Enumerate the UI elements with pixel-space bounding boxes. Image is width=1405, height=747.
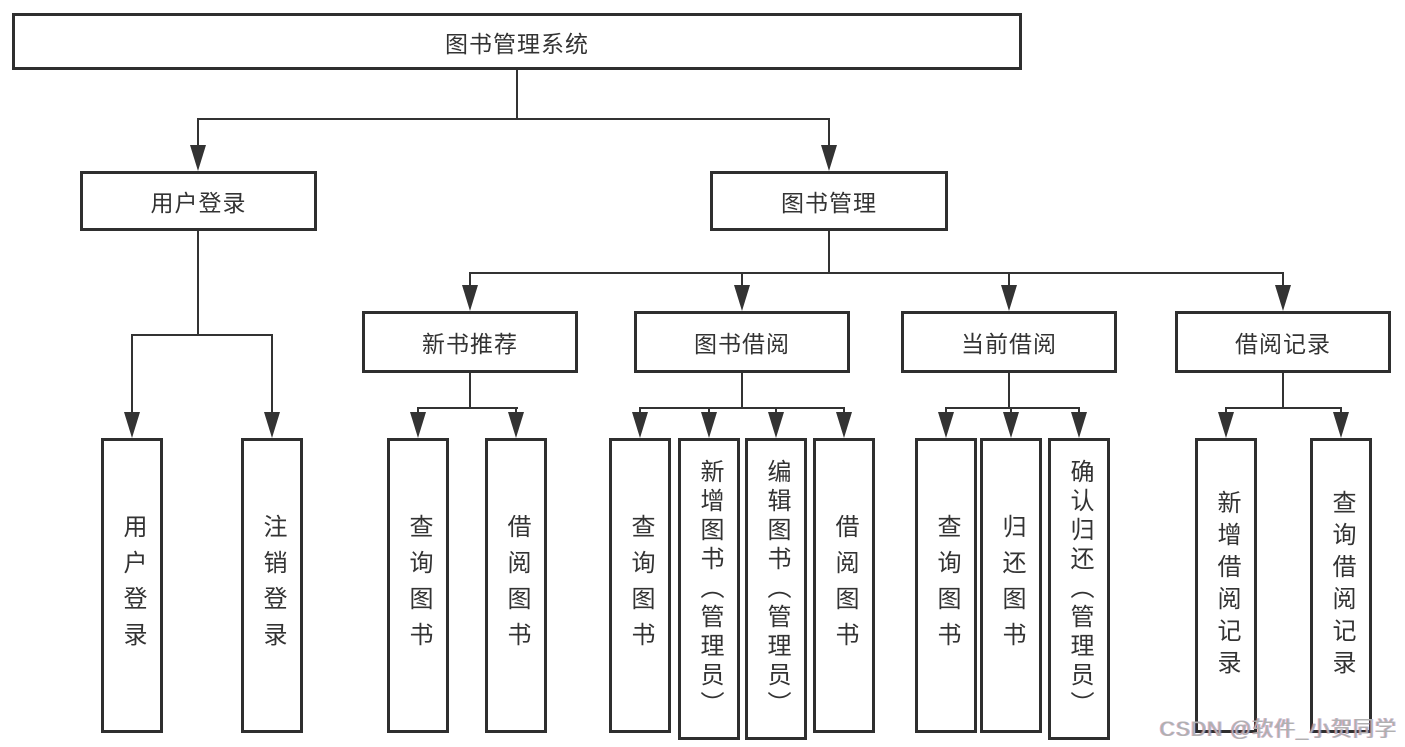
connector-stem xyxy=(1282,373,1284,407)
connector-branch xyxy=(639,407,845,409)
node-current-borrow-label: 当前借阅 xyxy=(961,331,1057,357)
connector-userlogin-stem xyxy=(197,231,199,334)
leaf-add-books-admin-label: 新增图书（管理员） xyxy=(696,458,723,720)
connector-branch xyxy=(417,407,518,409)
connector-arrow-shaft xyxy=(828,118,830,150)
node-user-login: 用户登录 xyxy=(80,171,317,231)
connector-arrow-shaft xyxy=(1008,272,1010,288)
arrow-down-icon xyxy=(508,412,524,438)
node-book-management-label: 图书管理 xyxy=(781,190,877,216)
connector-userlogin-branch xyxy=(131,334,273,336)
connector-arrow-shaft xyxy=(469,272,471,288)
leaf-borrow-books-label: 借阅图书 xyxy=(831,513,858,658)
arrow-down-icon xyxy=(701,412,717,438)
arrow-down-icon xyxy=(1003,412,1019,438)
connector-branch xyxy=(1225,407,1341,409)
leaf-query-books-recommend-label: 查询图书 xyxy=(405,513,432,658)
arrow-down-icon xyxy=(734,285,750,311)
connector-root-stem xyxy=(516,70,518,118)
connector-arrow-shaft xyxy=(741,272,743,288)
csdn-watermark: CSDN @软件_小贺同学 xyxy=(1159,718,1397,741)
arrow-down-icon xyxy=(190,145,206,171)
node-borrow-record: 借阅记录 xyxy=(1175,311,1391,373)
leaf-query-books-borrow: 查询图书 xyxy=(609,438,671,733)
leaf-edit-books-admin-label: 编辑图书（管理员） xyxy=(763,458,790,720)
arrow-down-icon xyxy=(938,412,954,438)
connector-arrow-shaft xyxy=(131,334,133,414)
arrow-down-icon xyxy=(632,412,648,438)
leaf-add-borrow-record: 新增借阅记录 xyxy=(1195,438,1257,733)
leaf-query-books-recommend: 查询图书 xyxy=(387,438,449,733)
leaf-borrow-books: 借阅图书 xyxy=(813,438,875,733)
connector-root-branch xyxy=(197,118,830,120)
connector-arrow-shaft xyxy=(271,334,273,414)
arrow-down-icon xyxy=(264,412,280,438)
node-book-borrow: 图书借阅 xyxy=(634,311,850,373)
node-root-label: 图书管理系统 xyxy=(445,30,589,57)
arrow-down-icon xyxy=(1333,412,1349,438)
connector-branch xyxy=(945,407,1080,409)
arrow-down-icon xyxy=(836,412,852,438)
leaf-logout-label: 注销登录 xyxy=(259,513,286,658)
connector-arrow-shaft xyxy=(197,118,199,150)
leaf-user-login: 用户登录 xyxy=(101,438,163,733)
connector-stem xyxy=(1008,373,1010,407)
node-book-management: 图书管理 xyxy=(710,171,948,231)
connector-stem xyxy=(741,373,743,407)
node-new-book-recommend: 新书推荐 xyxy=(362,311,578,373)
leaf-confirm-return-admin-label: 确认归还（管理员） xyxy=(1066,458,1093,720)
node-root: 图书管理系统 xyxy=(12,13,1022,70)
leaf-confirm-return-admin: 确认归还（管理员） xyxy=(1048,438,1110,740)
leaf-return-books: 归还图书 xyxy=(980,438,1042,733)
node-current-borrow: 当前借阅 xyxy=(901,311,1117,373)
leaf-borrow-books-recommend: 借阅图书 xyxy=(485,438,547,733)
leaf-query-books-borrow-label: 查询图书 xyxy=(627,513,654,658)
leaf-user-login-label: 用户登录 xyxy=(119,513,146,658)
leaf-query-books-current-label: 查询图书 xyxy=(933,513,960,658)
arrow-down-icon xyxy=(1218,412,1234,438)
connector-stem xyxy=(469,373,471,407)
leaf-query-borrow-record: 查询借阅记录 xyxy=(1310,438,1372,733)
arrow-down-icon xyxy=(410,412,426,438)
arrow-down-icon xyxy=(768,412,784,438)
leaf-add-borrow-record-label: 新增借阅记录 xyxy=(1213,489,1240,682)
leaf-query-books-current: 查询图书 xyxy=(915,438,977,733)
leaf-borrow-books-recommend-label: 借阅图书 xyxy=(503,513,530,658)
arrow-down-icon xyxy=(124,412,140,438)
node-book-borrow-label: 图书借阅 xyxy=(694,331,790,357)
arrow-down-icon xyxy=(1275,285,1291,311)
leaf-edit-books-admin: 编辑图书（管理员） xyxy=(745,438,807,740)
connector-arrow-shaft xyxy=(1282,272,1284,288)
arrow-down-icon xyxy=(1001,285,1017,311)
leaf-return-books-label: 归还图书 xyxy=(998,513,1025,658)
leaf-add-books-admin: 新增图书（管理员） xyxy=(678,438,740,740)
node-user-login-label: 用户登录 xyxy=(150,190,247,216)
arrow-down-icon xyxy=(462,285,478,311)
connector-bookmgmt-stem xyxy=(828,231,830,272)
leaf-logout: 注销登录 xyxy=(241,438,303,733)
arrow-down-icon xyxy=(821,145,837,171)
node-new-book-recommend-label: 新书推荐 xyxy=(422,331,518,357)
connector-bookmgmt-branch xyxy=(469,272,1284,274)
arrow-down-icon xyxy=(1071,412,1087,438)
node-borrow-record-label: 借阅记录 xyxy=(1235,331,1331,357)
leaf-query-borrow-record-label: 查询借阅记录 xyxy=(1328,489,1355,682)
